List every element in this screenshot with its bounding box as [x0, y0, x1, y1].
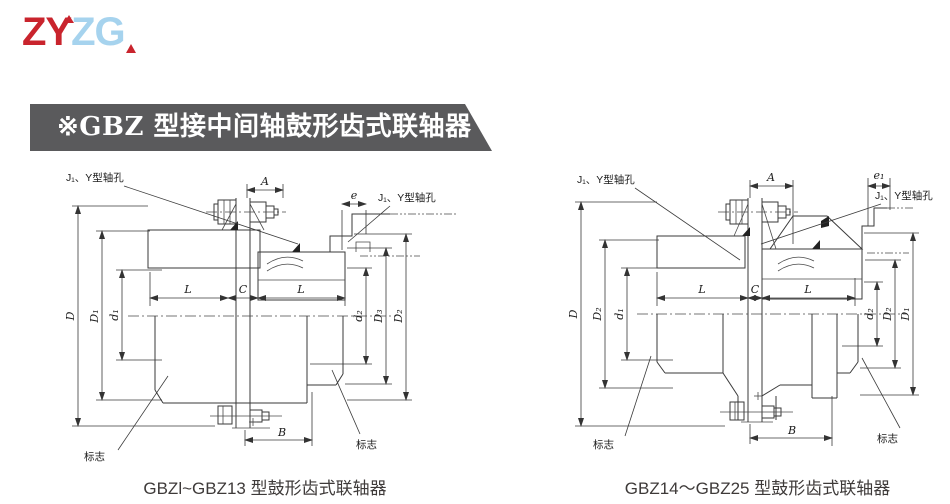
sleeve-hatched-band: [656, 235, 746, 269]
dim-label-C: C: [751, 283, 760, 296]
section-title: ※GBZ 型接中间轴鼓形齿式联轴器: [57, 112, 472, 142]
logo-text-zg: ZG: [71, 10, 126, 54]
logo-text-zy: ZY: [22, 10, 72, 54]
leader-line: [861, 357, 901, 429]
label-bore-type-left: J₁、Y型轴孔: [66, 171, 124, 184]
dim-label-e1: e₁: [874, 169, 885, 182]
dim-label-D3: D₃: [372, 309, 385, 323]
shaft-step-outline: [861, 207, 887, 249]
leader-line: [634, 187, 741, 261]
seal-wedge: [742, 227, 750, 236]
dim-label-d1: d₁: [613, 308, 626, 319]
dim-label-d2: d₂: [863, 308, 876, 319]
drawing-gbz14-gbz25: A e₁ D D₂ d₁ d₂ D₂: [567, 169, 933, 451]
logo-triangle-icon: [126, 44, 136, 53]
leader-line: [123, 185, 299, 245]
crowned-teeth-arc: [266, 256, 304, 265]
dim-label-B: B: [787, 424, 796, 437]
dim-label-A: A: [766, 171, 775, 184]
dim-label-D1: D₁: [88, 309, 101, 323]
label-mark-right: 标志: [877, 432, 898, 445]
dim-label-D2: D₂: [392, 309, 405, 323]
dim-label-D: D: [64, 311, 77, 321]
dim-label-L-right: L: [803, 283, 811, 296]
leader-line: [347, 205, 391, 243]
seal-wedge: [292, 243, 300, 252]
section-banner: ※GBZ 型接中间轴鼓形齿式联轴器: [30, 104, 492, 151]
leader-line: [760, 203, 882, 245]
dim-label-B: B: [277, 426, 286, 439]
crowned-teeth-arc: [777, 256, 815, 265]
top-bolt: [206, 199, 286, 225]
seal-wedge: [821, 216, 829, 228]
dim-label-L-right: L: [296, 283, 304, 296]
leader-line: [117, 375, 169, 451]
dim-label-D1: D₁: [899, 307, 912, 321]
seal-wedge: [812, 240, 820, 249]
bottom-bolt: [720, 392, 793, 421]
right-hub-hatched: [761, 248, 863, 300]
sleeve-hatched-band: [147, 229, 261, 269]
drawing-gbz1-gbz13: A e D D₁ d₁ d₂ D₃: [64, 171, 456, 463]
shaft-step-outline: [329, 213, 390, 252]
leader-line: [624, 355, 652, 437]
dim-label-D2-left: D₂: [591, 307, 604, 321]
dim-label-d2: d₂: [352, 310, 365, 321]
logo-triangle2-icon: [64, 15, 74, 23]
dimensions-left-drawing: A e D D₁ d₁ d₂ D₃: [64, 171, 436, 463]
label-bore-type-left: J₁、Y型轴孔: [577, 173, 635, 186]
coupling-section-left: [128, 198, 456, 446]
dim-label-C: C: [239, 283, 248, 296]
label-bore-type-right: J₁、Y型轴孔: [378, 191, 436, 204]
dim-label-L-left: L: [697, 283, 705, 296]
dim-label-e: e: [351, 189, 358, 202]
dim-label-D: D: [567, 309, 580, 319]
caption-right-drawing: GBZ14～GBZ25 型鼓形齿式联轴器: [624, 479, 891, 498]
label-mark-left: 标志: [593, 438, 614, 451]
leader-line: [331, 369, 361, 435]
dim-label-D2-right: D₂: [881, 307, 894, 321]
company-logo: ZYZG: [22, 8, 136, 56]
label-mark-left: 标志: [84, 450, 105, 463]
coupling-section-right: [637, 198, 915, 446]
cone-section: [769, 215, 864, 250]
top-bolt: [718, 199, 798, 225]
dim-label-A: A: [260, 175, 269, 188]
caption-left-drawing: GBZl~GBZ13 型鼓形齿式联轴器: [143, 479, 387, 498]
label-mark-right: 标志: [356, 438, 377, 451]
bottom-bolt: [210, 405, 282, 426]
label-bore-type-right: J₁、Y型轴孔: [875, 189, 933, 202]
dimensions-right-drawing: A e₁ D D₂ d₁ d₂ D₂: [567, 169, 933, 451]
dim-label-d1: d₁: [108, 309, 121, 320]
dim-label-L-left: L: [183, 283, 191, 296]
